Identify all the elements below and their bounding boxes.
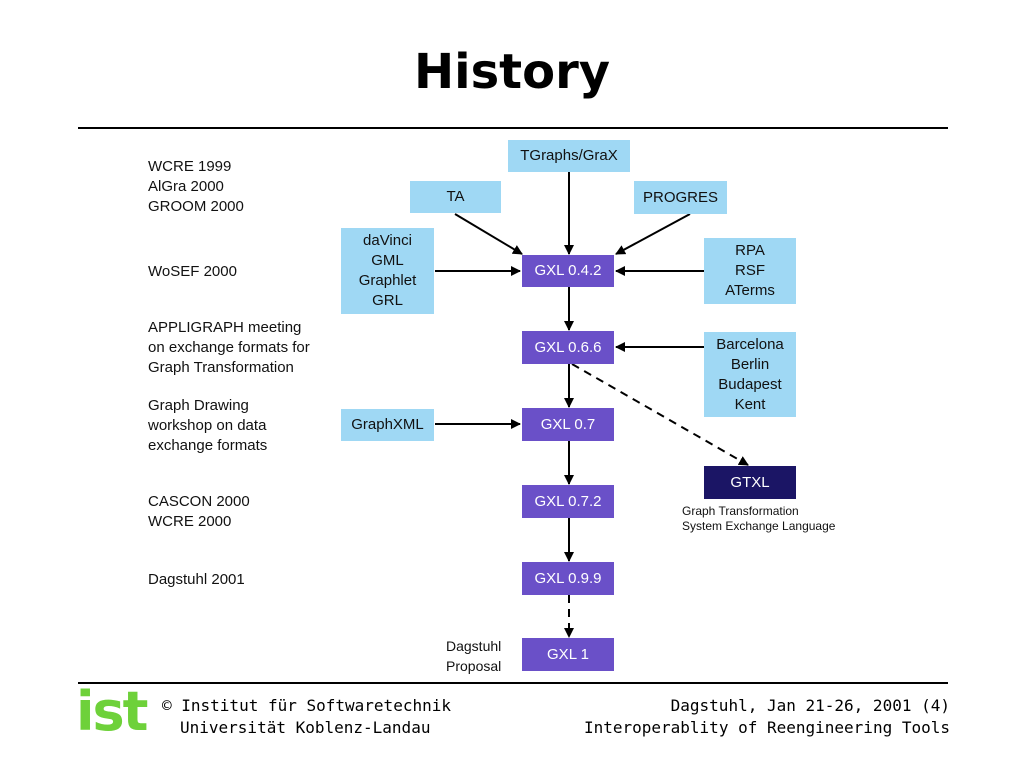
event-label-cascon: CASCON 2000 WCRE 2000 [148, 493, 250, 530]
arrow-ta-to-042 [454, 213, 523, 255]
version-box-gxl-072: GXL 0.7.2 [522, 485, 614, 518]
dagstuhl-proposal-label: Dagstuhl Proposal [446, 638, 502, 674]
event-label-graph-drawing: Graph Drawing workshop on data exchange … [148, 397, 268, 454]
source-box-davinci: daVinci GML Graphlet GRL [341, 228, 434, 314]
event-label-appligraph: APPLIGRAPH meeting on exchange formats f… [148, 319, 310, 376]
version-box-gxl-066: GXL 0.6.6 [522, 331, 614, 364]
version-box-gxl-099: GXL 0.9.9 [522, 562, 614, 595]
source-box-tgraphs: TGraphs/GraX [508, 140, 630, 172]
arrow-066-to-gtxl [571, 363, 749, 466]
footer-talk-title: Interoperablity of Reengineering Tools [583, 718, 950, 737]
source-box-rpa: RPA RSF ATerms [704, 238, 796, 304]
event-label-wosef: WoSEF 2000 [148, 263, 237, 280]
gtxl-box: GTXL [704, 466, 796, 499]
source-box-cities: Barcelona Berlin Budapest Kent [704, 332, 796, 417]
footer-institute: © Institut für Softwaretechnik [162, 696, 451, 715]
footer-university: Universität Koblenz-Landau [180, 718, 431, 737]
version-box-gxl-1: GXL 1 [522, 638, 614, 671]
title-divider [78, 127, 948, 129]
ist-logo: ist [76, 680, 148, 743]
footer-event-date: Dagstuhl, Jan 21-26, 2001 (4) [670, 696, 950, 715]
event-label-dagstuhl: Dagstuhl 2001 [148, 571, 245, 588]
version-box-gxl-042: GXL 0.4.2 [522, 255, 614, 287]
arrow-progres-to-042 [615, 213, 691, 255]
footer-divider [78, 682, 948, 684]
source-box-ta: TA [410, 181, 501, 213]
event-label-1999: WCRE 1999 AlGra 2000 GROOM 2000 [148, 158, 244, 215]
gtxl-caption: Graph Transformation System Exchange Lan… [682, 504, 836, 533]
version-box-gxl-07: GXL 0.7 [522, 408, 614, 441]
source-box-graphxml: GraphXML [341, 409, 434, 441]
slide-title: History [413, 44, 611, 100]
source-box-progres: PROGRES [634, 181, 727, 214]
